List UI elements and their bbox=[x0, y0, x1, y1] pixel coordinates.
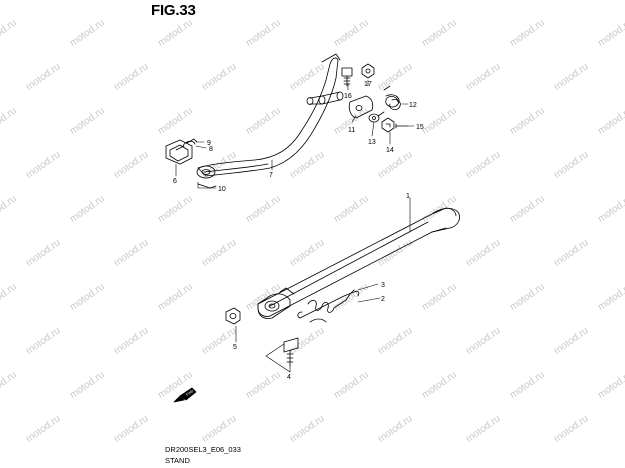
figure-title: FIG.33 bbox=[151, 2, 196, 19]
callout-5: 5 bbox=[233, 344, 237, 351]
callout-4: 4 bbox=[287, 374, 291, 381]
leader-lines bbox=[175, 79, 415, 373]
callout-15: 15 bbox=[416, 124, 424, 131]
washer-part bbox=[368, 113, 380, 123]
small-pin bbox=[395, 123, 409, 129]
callout-17: 17 bbox=[364, 81, 372, 88]
callout-6: 6 bbox=[173, 178, 177, 185]
pedal-plate bbox=[348, 95, 374, 119]
stand-bolt bbox=[283, 337, 299, 367]
callout-8: 8 bbox=[209, 146, 213, 153]
callout-16: 16 bbox=[344, 93, 352, 100]
stand-spring-hook bbox=[297, 290, 360, 323]
return-spring bbox=[377, 85, 401, 117]
stand-spring bbox=[307, 289, 355, 313]
fwd-arrow-marker: FWD bbox=[173, 387, 197, 403]
nut-part bbox=[361, 63, 375, 79]
callout-13: 13 bbox=[368, 139, 376, 146]
drawing-code: DR200SEL3_E06_033 bbox=[165, 445, 241, 454]
callout-10: 10 bbox=[218, 186, 226, 193]
side-stand bbox=[257, 207, 460, 319]
clip-part bbox=[197, 183, 217, 189]
callout-7: 7 bbox=[269, 172, 273, 179]
callout-1: 1 bbox=[406, 193, 410, 200]
fwd-label: FWD bbox=[185, 389, 194, 397]
brake-pedal bbox=[196, 53, 344, 179]
callout-12: 12 bbox=[409, 102, 417, 109]
callout-11: 11 bbox=[348, 127, 355, 134]
cotter-pin bbox=[381, 117, 395, 133]
callout-9: 9 bbox=[207, 140, 211, 147]
stand-nut bbox=[225, 307, 241, 325]
bolt-part bbox=[341, 67, 353, 87]
callout-3: 3 bbox=[381, 282, 385, 289]
callout-labels: 1 2 3 4 5 6 7 8 9 10 11 12 13 14 15 16 1… bbox=[173, 81, 424, 381]
drawing-caption: STAND bbox=[165, 456, 190, 465]
clevis-assembly bbox=[165, 138, 198, 165]
callout-14: 14 bbox=[386, 147, 394, 154]
callout-2: 2 bbox=[381, 296, 385, 303]
